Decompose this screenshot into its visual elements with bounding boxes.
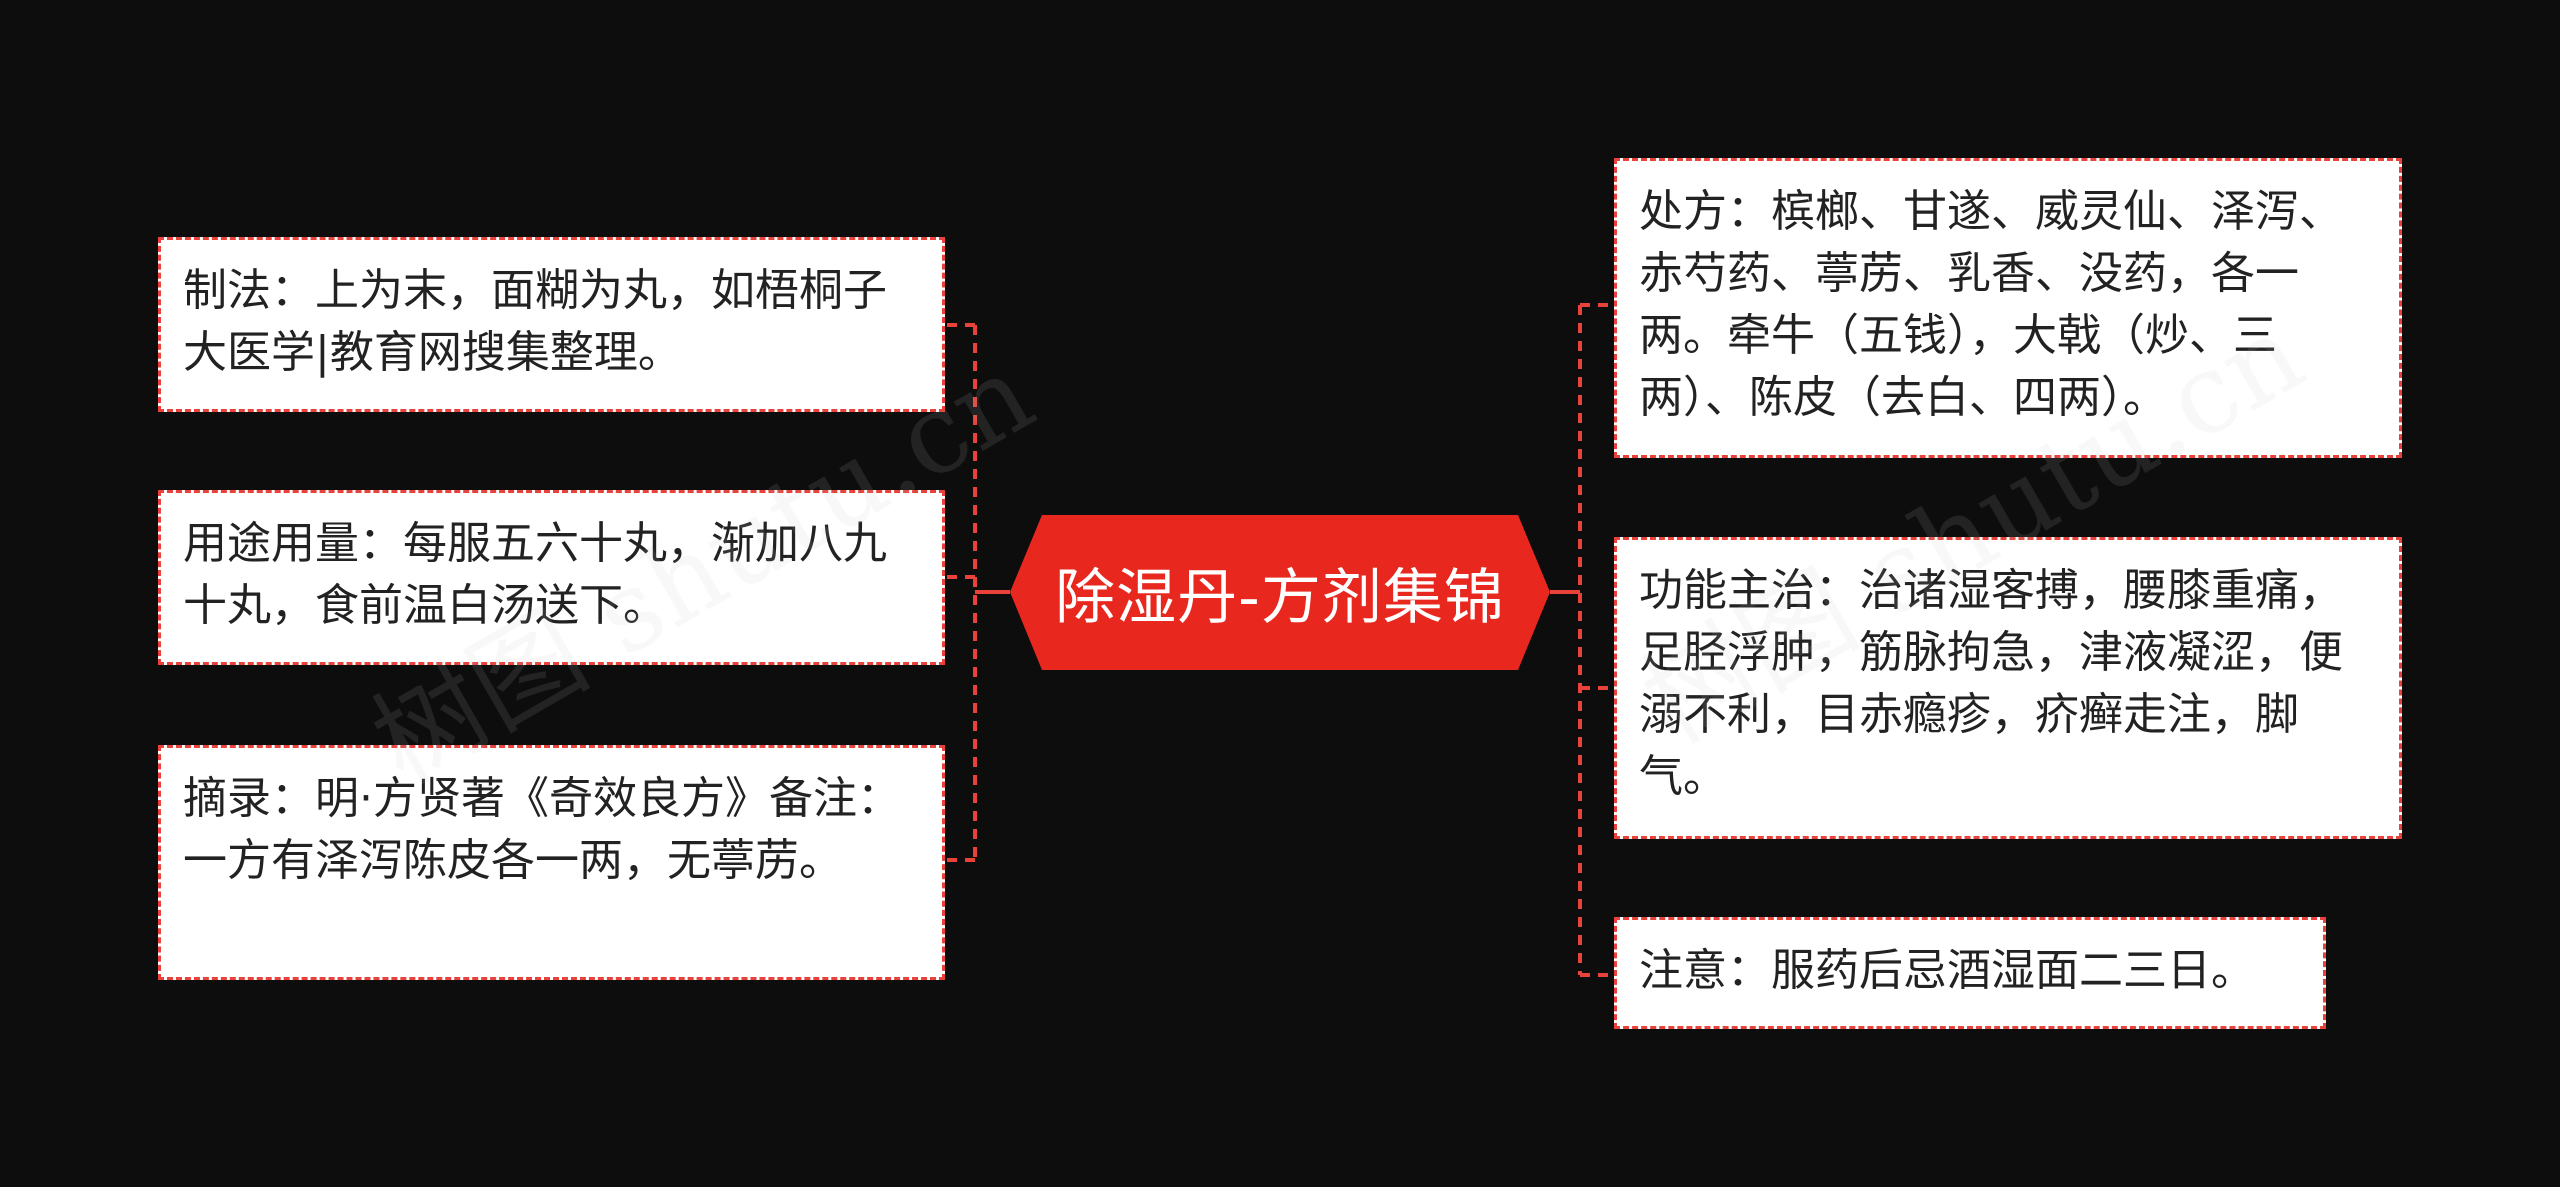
center-topic-node[interactable]: 除湿丹-方剂集锦	[1010, 515, 1550, 670]
left-node-excerpt-text: 摘录：明·方贤著《奇效良方》备注：一方有泽泻陈皮各一两，无葶苈。	[183, 773, 901, 886]
center-topic-label: 除湿丹-方剂集锦	[1055, 563, 1505, 633]
right-node-caution-text: 注意：服药后忌酒湿面二三日。	[1639, 945, 2255, 996]
left-node-preparation-text: 制法：上为末，面糊为丸，如梧桐子大医学|教育网搜集整理。	[183, 265, 887, 378]
right-node-indications[interactable]: 功能主治：治诸湿客搏，腰膝重痛，足胫浮肿，筋脉拘急，津液凝涩，便溺不利，目赤瘾疹…	[1614, 537, 2402, 839]
left-node-usage-dosage[interactable]: 用途用量：每服五六十丸，渐加八九十丸，食前温白汤送下。	[158, 490, 945, 665]
left-node-usage-dosage-text: 用途用量：每服五六十丸，渐加八九十丸，食前温白汤送下。	[183, 518, 887, 631]
right-node-prescription-text: 处方：槟榔、甘遂、威灵仙、泽泻、赤芍药、葶苈、乳香、没药，各一两。牵牛（五钱），…	[1639, 186, 2343, 423]
right-node-caution[interactable]: 注意：服药后忌酒湿面二三日。	[1614, 917, 2326, 1029]
left-node-preparation[interactable]: 制法：上为末，面糊为丸，如梧桐子大医学|教育网搜集整理。	[158, 237, 945, 412]
left-node-excerpt[interactable]: 摘录：明·方贤著《奇效良方》备注：一方有泽泻陈皮各一两，无葶苈。	[158, 745, 945, 980]
center-hexagon-shape	[1010, 515, 1550, 670]
right-node-indications-text: 功能主治：治诸湿客搏，腰膝重痛，足胫浮肿，筋脉拘急，津液凝涩，便溺不利，目赤瘾疹…	[1639, 565, 2343, 802]
right-node-prescription[interactable]: 处方：槟榔、甘遂、威灵仙、泽泻、赤芍药、葶苈、乳香、没药，各一两。牵牛（五钱），…	[1614, 158, 2402, 458]
